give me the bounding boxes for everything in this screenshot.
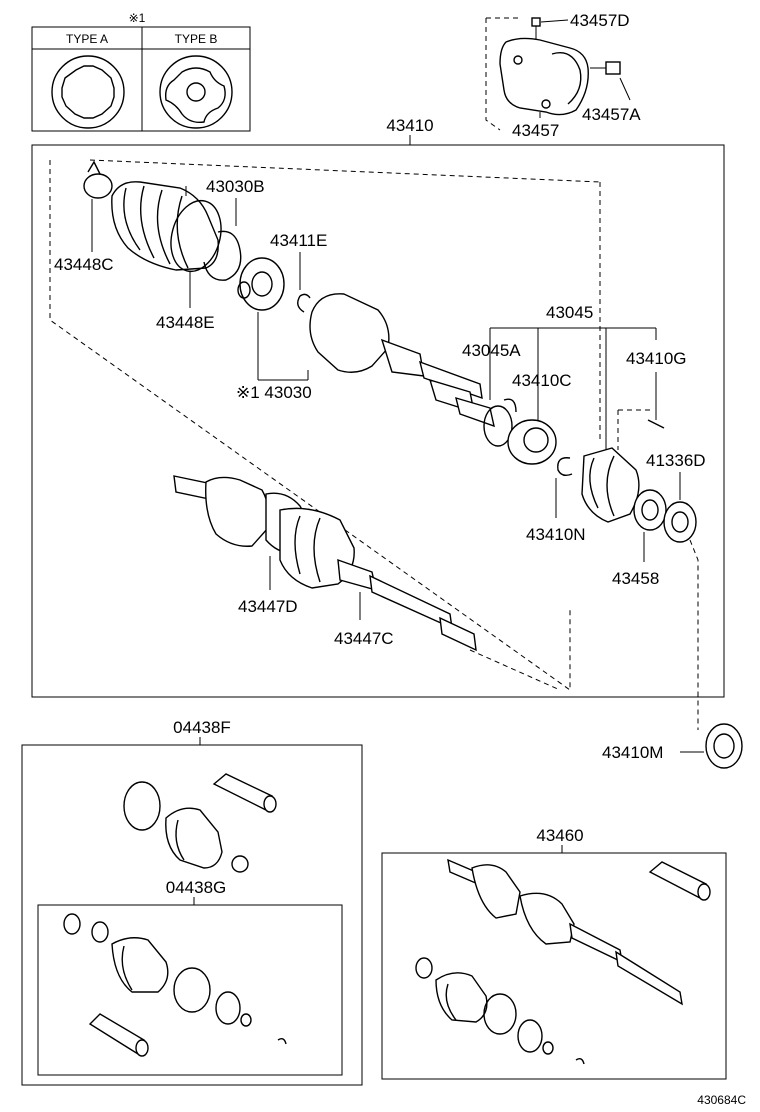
label-43410m: 43410M	[602, 743, 663, 762]
label-43410g: 43410G	[626, 349, 687, 368]
kit-g-snap-ring-icon	[215, 991, 241, 1025]
kit-g-clamp-large-icon	[173, 967, 211, 1013]
label-43460: 43460	[536, 826, 583, 845]
kit-boot-icon	[165, 807, 223, 869]
kit-04438g-box	[37, 904, 343, 1076]
bearing-43410c-icon	[507, 419, 557, 465]
tube-43460-icon	[648, 861, 711, 901]
type-a-label: TYPE A	[66, 32, 108, 46]
assembly-43410-box: 43410 43448C 43448E	[31, 116, 725, 730]
inner-race-43030-icon	[237, 257, 285, 311]
label-41336d: 41336D	[646, 451, 706, 470]
boot-43460-icon	[435, 972, 488, 1023]
kit-clamp-small-icon	[231, 855, 249, 873]
bolt-43457a-icon	[590, 61, 621, 75]
outboard-joint-icon	[309, 293, 483, 400]
label-43045: 43045	[546, 303, 593, 322]
kit-clamp-large-icon	[123, 781, 161, 831]
clamp-43448c-icon	[83, 160, 113, 199]
inner-boot-41336d-icon	[581, 447, 640, 523]
type-b-label: TYPE B	[175, 32, 218, 46]
kit-g-clamp-icon	[91, 921, 109, 943]
type-note-mark: ※1	[129, 11, 146, 25]
label-43410c: 43410C	[512, 371, 572, 390]
grease-tube-icon	[212, 773, 277, 813]
label-43030b: 43030B	[206, 177, 265, 196]
outer-boot-icon	[111, 181, 219, 271]
bracket-group: 43457D 43457 43457A	[485, 11, 641, 140]
pin-43410g-icon	[647, 419, 665, 429]
label-04438f: 04438F	[173, 718, 231, 737]
label-43447c: 43447C	[334, 629, 394, 648]
snap-ring-43411e-icon	[297, 293, 311, 313]
kit-04438f-box: 04438F 04438G	[21, 718, 363, 1086]
label-43457d: 43457D	[570, 11, 630, 30]
label-43458: 43458	[612, 569, 659, 588]
bolt-43457d-icon	[531, 17, 541, 27]
footer-code: 430684C	[697, 1093, 746, 1107]
label-43411e: 43411E	[270, 231, 327, 250]
label-04438g: 04438G	[166, 878, 227, 897]
label-43030: ※1 43030	[236, 383, 312, 402]
label-43457a: 43457A	[582, 105, 641, 124]
kit-g-ring-icon	[63, 913, 81, 935]
label-43045a: 43045A	[462, 341, 521, 360]
assembly-43460-box: 43460	[381, 826, 727, 1080]
ring-43458-icon	[633, 489, 697, 543]
label-43448c: 43448C	[54, 255, 114, 274]
type-box: ※1 TYPE A TYPE B	[31, 11, 251, 132]
drive-shaft-43460-icon	[447, 858, 683, 1006]
drive-shaft-inner-icon	[173, 475, 477, 652]
snap-ring-43410n-icon	[557, 457, 573, 477]
snap-ring-43045a-icon	[483, 398, 517, 447]
label-43457: 43457	[512, 121, 559, 140]
bracket-43457-icon	[499, 37, 589, 116]
type-a-spline-icon	[51, 55, 125, 129]
label-43410n: 43410N	[526, 525, 586, 544]
clamp-43448e-icon	[170, 199, 222, 273]
kit-g-boot-icon	[111, 937, 169, 993]
label-43447d: 43447D	[238, 597, 298, 616]
kit-g-grease-tube-icon	[88, 1013, 149, 1057]
type-b-tripod-icon	[159, 55, 233, 129]
label-43448e: 43448E	[156, 313, 215, 332]
label-43410: 43410	[386, 116, 433, 135]
snap-ring-43030b-icon	[203, 230, 242, 281]
seal-43410m-icon	[705, 723, 743, 769]
